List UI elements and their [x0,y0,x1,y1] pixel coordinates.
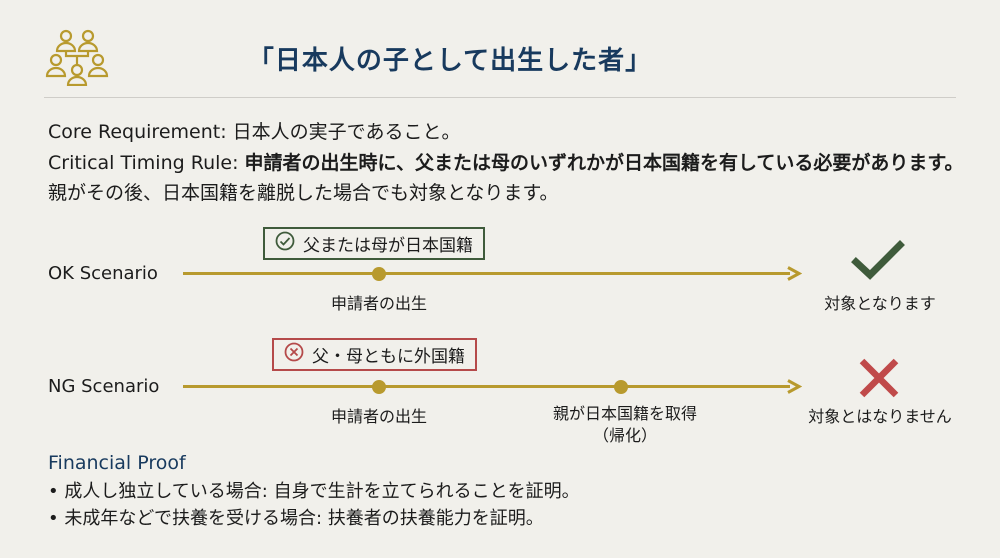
ng-condition-box: 父・母ともに外国籍 [272,338,477,371]
ng-event-dot-birth [372,380,386,394]
ok-scenario-label: OK Scenario [48,263,158,284]
ng-event-label-line1: 親が日本国籍を取得 [552,404,697,423]
ok-result-label: 対象となります [824,294,936,313]
ok-event-dot [372,267,386,281]
divider [44,97,956,98]
page-title: 「日本人の子として出生した者」 [247,46,653,76]
x-circle-icon [284,342,304,367]
list-item: 未成年などで扶養を受ける場合: 扶養者の扶養能力を証明。 [48,505,580,532]
ng-event-label-naturalization: 親が日本国籍を取得 （帰化） [530,403,720,447]
timing-rule-rest: 親がその後、日本国籍を離脱した場合でも対象となります。 [48,182,559,204]
ok-condition-text: 父または母が日本国籍 [303,236,473,256]
list-item: 成人し独立している場合: 自身で生計を立てられることを証明。 [48,478,579,505]
ng-timeline [183,385,790,388]
checkmark-icon [850,240,906,286]
financial-proof-list: 成人し独立している場合: 自身で生計を立てられることを証明。 未成年などで扶養を… [48,478,580,532]
financial-proof-title: Financial Proof [48,452,186,474]
ok-arrow-icon [786,266,803,285]
people-hierarchy-icon [44,26,114,87]
ng-scenario-label: NG Scenario [48,376,160,397]
ok-timeline [183,272,790,275]
timing-rule: Critical Timing Rule: 申請者の出生時に、父または母のいずれ… [48,148,968,208]
core-requirement: Core Requirement: 日本人の実子であること。 [48,117,460,144]
ng-event-label-birth: 申請者の出生 [330,407,427,426]
core-requirement-text: 日本人の実子であること。 [232,121,461,143]
ng-event-dot-naturalization [614,380,628,394]
ng-condition-text: 父・母ともに外国籍 [312,347,465,367]
ng-arrow-icon [786,379,803,398]
timing-rule-bold: 申請者の出生時に、父または母のいずれかが日本国籍を有している必要があります。 [244,152,964,174]
ng-result-label: 対象とはなりません [808,407,952,426]
ok-condition-box: 父または母が日本国籍 [263,227,485,260]
ng-event-label-line2: （帰化） [592,426,657,445]
core-requirement-label: Core Requirement: [48,121,227,143]
ok-event-label: 申請者の出生 [330,294,427,313]
check-circle-icon [275,231,295,256]
timing-rule-label: Critical Timing Rule: [48,152,239,174]
cross-icon [858,358,900,402]
